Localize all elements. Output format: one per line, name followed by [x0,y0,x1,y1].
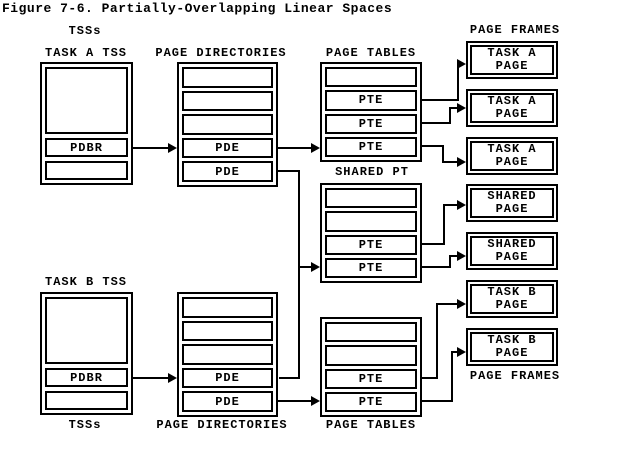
frame-text-line2: PAGE [495,202,529,216]
label-page-frames-top: PAGE FRAMES [469,23,561,37]
arrow-pdbr-b-to-directory-b [133,373,177,383]
page-directory-a-box: PDE PDE [177,62,278,187]
arrow-pde-b2-to-page-table-b [278,396,320,406]
shared-page-table-box: PTE PTE [320,183,422,283]
tss-b-pdbr-cell: PDBR [45,368,128,387]
dir-b-cell-2 [182,320,273,342]
arrow-pte-a1-to-frame-1 [422,59,466,101]
dir-a-pde-1: PDE [182,137,273,159]
frame-text-line2: PAGE [495,298,529,312]
page-frame-task-a-2-inner: TASK A PAGE [470,93,554,123]
tss-a-bottom-cell [45,161,128,180]
label-page-tables-top: PAGE TABLES [325,46,417,60]
page-frame-task-b-2: TASK B PAGE [466,328,558,366]
figure-title: Figure 7-6. Partially-Overlapping Linear… [2,1,393,16]
frame-text-line2: PAGE [495,155,529,169]
frame-text-line1: SHARED [487,189,537,203]
page-frame-task-a-1: TASK A PAGE [466,41,558,79]
label-tsss-top: TSSs [68,24,102,38]
page-frame-shared-1: SHARED PAGE [466,184,558,222]
frame-text-line2: PAGE [495,107,529,121]
shared-table-cell-2 [325,211,417,232]
shared-table-cell-1 [325,188,417,209]
table-a-pte-2: PTE [325,113,417,134]
dir-a-pde-2: PDE [182,161,273,182]
arrow-shared-pte-1-to-frame-4 [422,200,466,245]
frame-text-line2: PAGE [495,250,529,264]
page-frame-task-b-1: TASK B PAGE [466,280,558,318]
table-b-cell-2 [325,345,417,366]
page-frame-task-b-1-inner: TASK B PAGE [470,284,554,314]
arrow-pdbr-a-to-directory-a [133,143,177,153]
shared-table-pte-1: PTE [325,234,417,255]
arrow-trunk-to-shared-page-table [299,262,320,272]
label-tsss-bottom: TSSs [68,418,102,432]
dir-a-cell-1 [182,67,273,88]
arrow-pte-b2-to-frame-7 [422,347,466,402]
task-a-tss-box: PDBR [40,62,133,185]
frame-text-line2: PAGE [495,59,529,73]
frame-text-line1: TASK A [487,46,537,60]
frame-text-line1: TASK A [487,94,537,108]
page-frame-task-a-3-inner: TASK A PAGE [470,141,554,171]
frame-text-line2: PAGE [495,346,529,360]
page-frame-shared-2: SHARED PAGE [466,232,558,270]
page-frame-task-a-2: TASK A PAGE [466,89,558,127]
table-a-cell-1 [325,67,417,88]
frame-text-line1: TASK B [487,333,537,347]
page-frame-task-a-1-inner: TASK A PAGE [470,45,554,75]
table-b-cell-1 [325,322,417,343]
page-frame-shared-2-inner: SHARED PAGE [470,236,554,266]
frame-text-line1: SHARED [487,237,537,251]
arrow-pde-a1-to-page-table-a [278,143,320,153]
page-frame-shared-1-inner: SHARED PAGE [470,188,554,218]
dir-b-pde-2: PDE [182,391,273,412]
table-b-pte-2: PTE [325,391,417,412]
dir-a-cell-2 [182,90,273,112]
dir-b-cell-1 [182,297,273,318]
shared-table-pte-2: PTE [325,257,417,278]
label-page-tables-bottom: PAGE TABLES [325,418,417,432]
label-page-frames-bottom: PAGE FRAMES [469,369,561,383]
label-task-a-tss: TASK A TSS [44,46,128,60]
label-shared-pt: SHARED PT [335,165,409,179]
label-page-directories-top: PAGE DIRECTORIES [155,46,287,60]
frame-text-line1: TASK B [487,285,537,299]
label-page-directories-bottom: PAGE DIRECTORIES [156,418,288,432]
tss-b-bottom-cell [45,391,128,410]
arrow-pte-b1-to-frame-6 [422,299,466,379]
frame-text-line1: TASK A [487,142,537,156]
table-a-pte-3: PTE [325,136,417,157]
dir-a-cell-3 [182,114,273,135]
dir-b-cell-3 [182,344,273,365]
arrow-pte-a3-to-frame-3 [422,145,466,167]
page-directory-b-box: PDE PDE [177,292,278,417]
trunk-pde-a2-and-pde-b1-shared [278,170,300,379]
tss-b-empty-cell [45,297,128,364]
page-table-a-box: PTE PTE PTE [320,62,422,162]
arrow-shared-pte-2-to-frame-5 [422,251,466,268]
tss-a-pdbr-cell: PDBR [45,138,128,157]
dir-b-pde-1: PDE [182,367,273,389]
page-frame-task-a-3: TASK A PAGE [466,137,558,175]
task-b-tss-box: PDBR [40,292,133,415]
label-task-b-tss: TASK B TSS [44,275,128,289]
tss-a-empty-cell [45,67,128,134]
page-table-b-box: PTE PTE [320,317,422,417]
arrow-pte-a2-to-frame-2 [422,103,466,124]
table-b-pte-1: PTE [325,368,417,389]
page-frame-task-b-2-inner: TASK B PAGE [470,332,554,362]
table-a-pte-1: PTE [325,90,417,111]
